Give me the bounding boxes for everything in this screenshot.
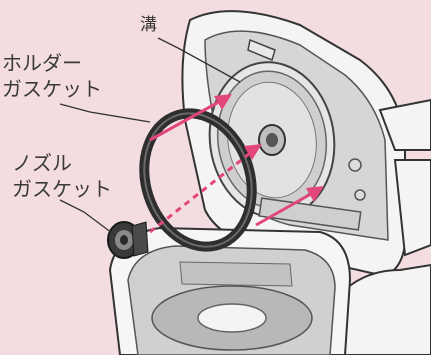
holder-gasket-upper-arrow-line	[149, 96, 227, 142]
arrow-head-icon	[306, 186, 324, 202]
nozzle-gasket	[107, 221, 149, 259]
inner-plate	[208, 61, 366, 231]
nozzle-gasket-label-line1: ノズル	[12, 151, 72, 175]
appliance-base	[108, 226, 352, 355]
holder-gasket-label-line1: ホルダー	[2, 51, 82, 75]
holder-gasket-leader-line	[59, 103, 151, 123]
groove-label: 溝	[140, 14, 157, 36]
groove-label-text: 溝	[140, 15, 157, 35]
holder-gasket-label: ホルダー ガスケット	[2, 50, 102, 102]
nozzle-gasket-arrow-line	[149, 148, 255, 234]
latch-tab	[247, 38, 276, 62]
holder-gasket-label-line2: ガスケット	[2, 77, 102, 101]
nozzle-gasket-leader-line	[59, 199, 117, 237]
nozzle-gasket-label-line2: ガスケット	[12, 177, 112, 201]
appliance-body-right	[333, 98, 431, 355]
nozzle-gasket-label: ノズル ガスケット	[12, 150, 112, 202]
leader-lines	[59, 37, 241, 237]
groove-leader-line	[157, 37, 241, 83]
holder-gasket	[139, 108, 257, 252]
install-arrows	[149, 94, 324, 234]
arrow-head-icon	[214, 94, 232, 110]
holder-gasket-lower-arrow-line	[255, 188, 319, 227]
arrow-head-icon	[244, 144, 262, 160]
